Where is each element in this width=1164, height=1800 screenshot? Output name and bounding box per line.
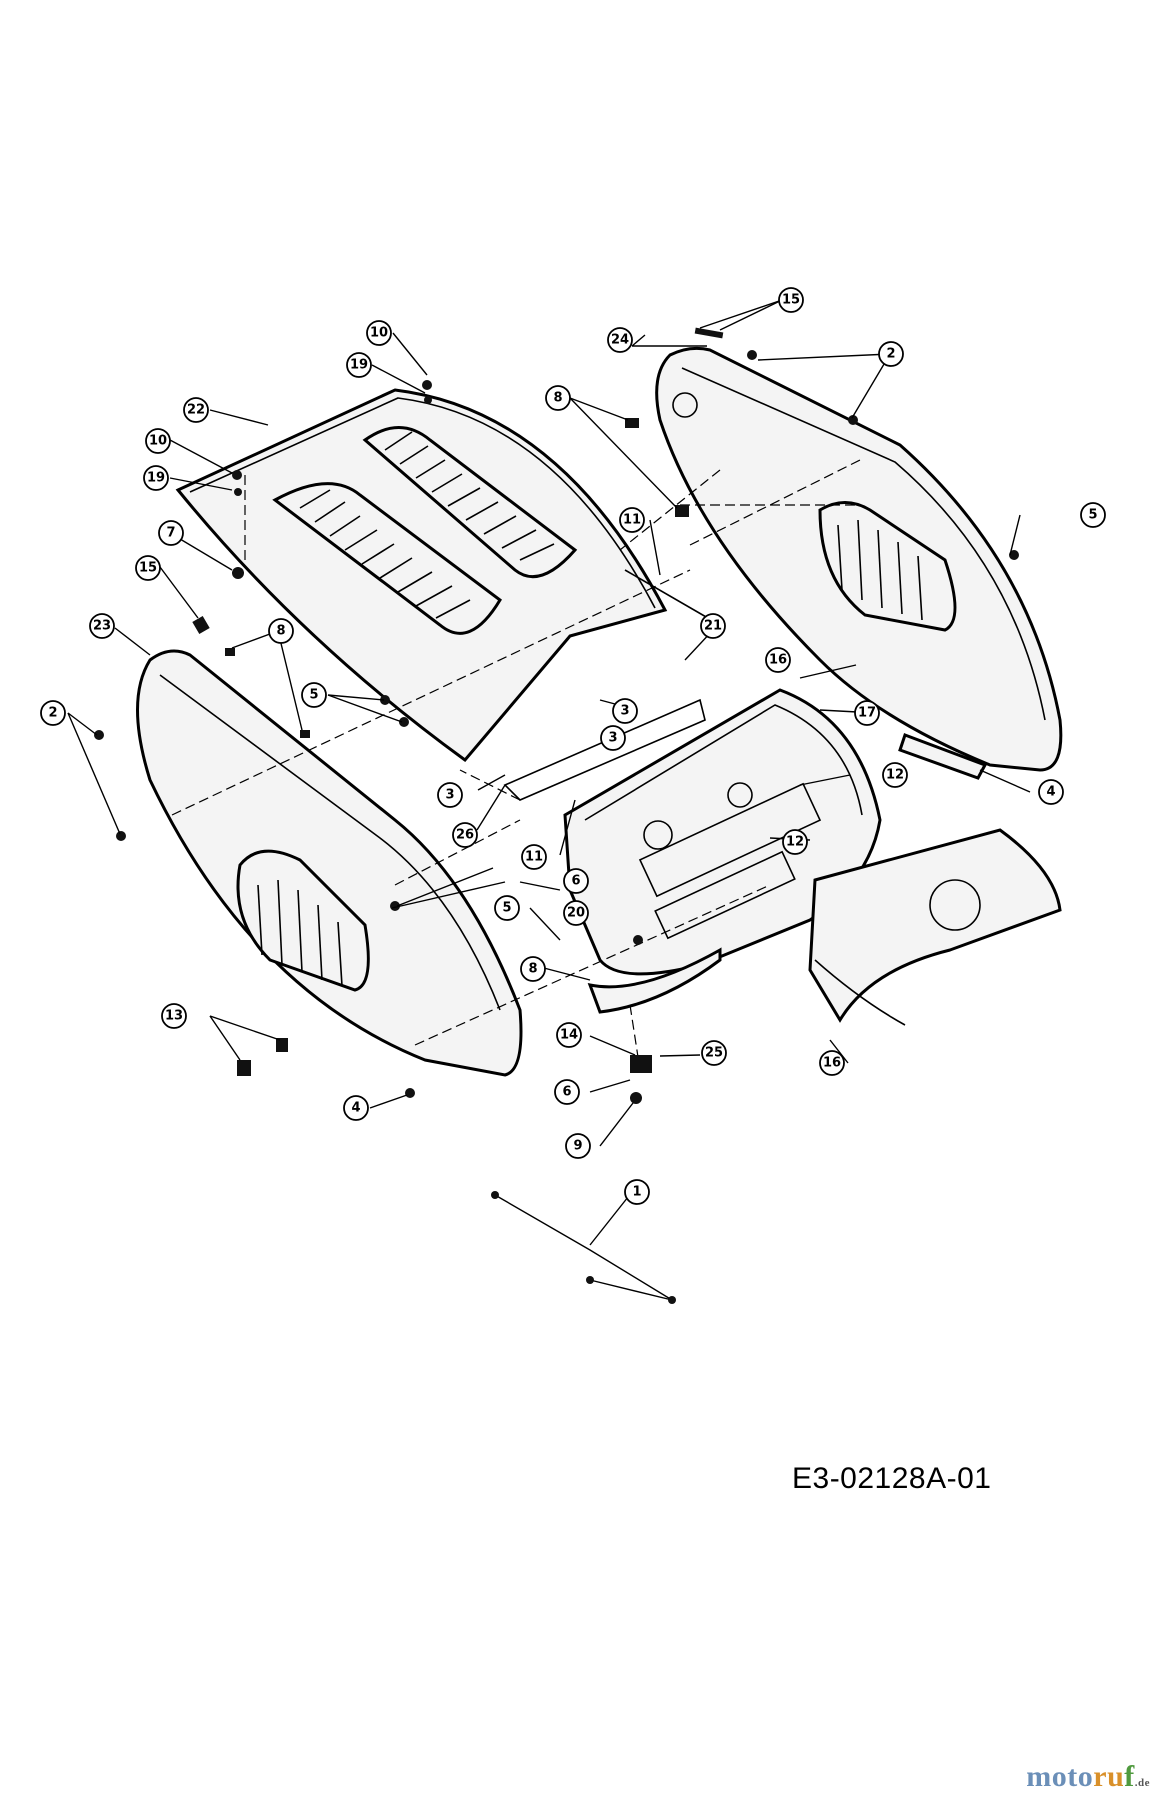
svg-text:21: 21 (704, 619, 722, 634)
hood-top-panel (175, 388, 668, 763)
hardware (94, 327, 1019, 1304)
callout-26: 26 (452, 822, 478, 848)
callout-25: 25 (701, 1040, 727, 1066)
callout-4: 4 (1038, 779, 1064, 805)
svg-text:20: 20 (567, 906, 585, 921)
side-bracket-lower (898, 733, 988, 780)
svg-text:5: 5 (1088, 508, 1097, 523)
callout-20: 20 (563, 900, 589, 926)
callout-6: 6 (554, 1079, 580, 1105)
svg-text:19: 19 (350, 358, 368, 373)
callout-5: 5 (1080, 502, 1106, 528)
svg-text:12: 12 (886, 768, 904, 783)
svg-text:16: 16 (769, 653, 787, 668)
callout-14: 14 (556, 1022, 582, 1048)
svg-text:3: 3 (608, 731, 617, 746)
svg-text:11: 11 (623, 513, 641, 528)
assembly-lines (171, 459, 861, 1071)
callout-22: 22 (183, 397, 209, 423)
svg-text:13: 13 (165, 1009, 183, 1024)
watermark-part-1: moto (1026, 1760, 1094, 1793)
svg-text:3: 3 (445, 788, 454, 803)
callout-15: 15 (135, 555, 161, 581)
callout-17: 17 (854, 700, 880, 726)
callout-24: 24 (607, 327, 633, 353)
callout-5: 5 (494, 895, 520, 921)
svg-text:26: 26 (456, 828, 474, 843)
callout-12: 12 (782, 829, 808, 855)
harness-cable-branch (589, 1279, 673, 1301)
svg-text:15: 15 (782, 293, 800, 308)
watermark-part-2: ru (1093, 1760, 1125, 1793)
svg-text:7: 7 (166, 526, 175, 541)
callout-12: 12 (882, 762, 908, 788)
svg-text:3: 3 (620, 704, 629, 719)
callout-11: 11 (521, 844, 547, 870)
callout-13: 13 (161, 1003, 187, 1029)
svg-text:23: 23 (93, 619, 111, 634)
callout-19: 19 (346, 352, 372, 378)
svg-text:12: 12 (786, 835, 804, 850)
svg-text:10: 10 (370, 326, 388, 341)
svg-text:25: 25 (705, 1046, 723, 1061)
callout-16: 16 (765, 647, 791, 673)
callout-23: 23 (89, 613, 115, 639)
svg-text:8: 8 (553, 391, 562, 406)
drawing-code: E3-02128A-01 (792, 1462, 992, 1495)
svg-text:17: 17 (858, 706, 876, 721)
svg-text:15: 15 (139, 561, 157, 576)
svg-text:4: 4 (351, 1101, 360, 1116)
callout-4: 4 (343, 1095, 369, 1121)
harness-cable (494, 1194, 673, 1301)
svg-text:1: 1 (632, 1185, 641, 1200)
callout-3: 3 (612, 698, 638, 724)
callout-8: 8 (268, 618, 294, 644)
callout-15: 15 (778, 287, 804, 313)
svg-text:5: 5 (502, 901, 511, 916)
svg-text:5: 5 (309, 688, 318, 703)
callout-16: 16 (819, 1050, 845, 1076)
callout-19: 19 (143, 465, 169, 491)
callout-6: 6 (563, 868, 589, 894)
callout-3: 3 (600, 725, 626, 751)
svg-text:14: 14 (560, 1028, 578, 1043)
svg-text:8: 8 (276, 624, 285, 639)
svg-text:9: 9 (573, 1139, 582, 1154)
callout-11: 11 (619, 507, 645, 533)
callout-5: 5 (301, 682, 327, 708)
callout-10: 10 (366, 320, 392, 346)
callout-1: 1 (624, 1179, 650, 1205)
watermark-suffix: .de (1134, 1777, 1150, 1789)
svg-text:22: 22 (187, 403, 205, 418)
hood-hinge-bracket (503, 698, 706, 801)
callout-7: 7 (158, 520, 184, 546)
svg-text:2: 2 (886, 347, 895, 362)
svg-text:6: 6 (562, 1085, 571, 1100)
callout-10: 10 (145, 428, 171, 454)
svg-text:2: 2 (48, 706, 57, 721)
callout-8: 8 (520, 956, 546, 982)
callout-2: 2 (40, 700, 66, 726)
callout-2: 2 (878, 341, 904, 367)
svg-text:6: 6 (571, 874, 580, 889)
watermark-logo: motoruf.de (1026, 1760, 1150, 1794)
callout-21: 21 (700, 613, 726, 639)
grille-panel (808, 828, 1062, 1026)
hood-support-bar (624, 569, 721, 626)
watermark-part-3: f (1124, 1760, 1135, 1793)
callout-9: 9 (565, 1133, 591, 1159)
left-side-panel (136, 649, 523, 1077)
callout-3: 3 (437, 782, 463, 808)
svg-text:4: 4 (1046, 785, 1055, 800)
svg-text:16: 16 (823, 1056, 841, 1071)
callout-8: 8 (545, 385, 571, 411)
svg-text:8: 8 (528, 962, 537, 977)
right-side-panel (655, 346, 1063, 772)
svg-text:24: 24 (611, 333, 629, 348)
svg-text:10: 10 (149, 434, 167, 449)
svg-text:11: 11 (525, 850, 543, 865)
svg-text:19: 19 (147, 471, 165, 486)
